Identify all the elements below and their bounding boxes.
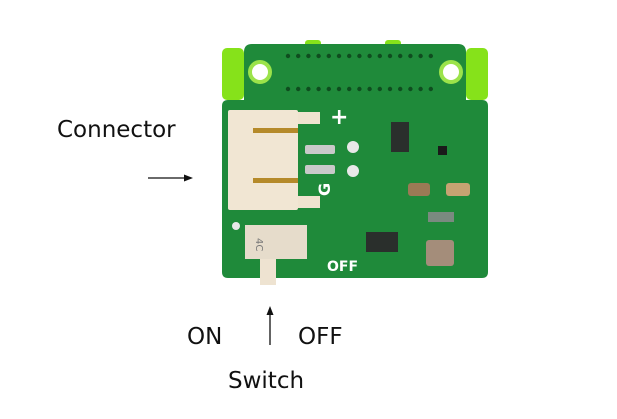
header-pin bbox=[357, 86, 362, 92]
header-pin bbox=[316, 86, 321, 92]
header-pin bbox=[387, 53, 393, 59]
ic-chip-bottom bbox=[366, 232, 398, 252]
header-pin bbox=[306, 86, 311, 92]
off-label: OFF bbox=[298, 324, 343, 350]
mounting-hole-left bbox=[248, 60, 272, 84]
inductor bbox=[426, 240, 454, 266]
header-pin bbox=[377, 86, 382, 92]
header-pin bbox=[285, 53, 291, 59]
slide-switch[interactable] bbox=[245, 225, 307, 285]
header-pin bbox=[428, 86, 433, 92]
connector-arrow bbox=[148, 174, 193, 182]
header-pin bbox=[316, 53, 321, 59]
header-pin bbox=[367, 86, 372, 92]
header-pin bbox=[377, 53, 382, 59]
header-pins bbox=[285, 53, 433, 92]
on-label: ON bbox=[187, 324, 223, 350]
crystal bbox=[446, 183, 470, 196]
header-pin bbox=[408, 53, 413, 59]
header-pin bbox=[296, 86, 301, 92]
header-pin bbox=[428, 53, 433, 59]
switch-arrow bbox=[266, 306, 274, 345]
header-pin bbox=[408, 86, 413, 92]
header-pin bbox=[336, 86, 342, 92]
connector-label: Connector bbox=[57, 117, 176, 143]
header-pin bbox=[285, 86, 291, 92]
pcb-board bbox=[222, 44, 488, 278]
switch-label: Switch bbox=[228, 368, 305, 394]
header-pin bbox=[398, 86, 403, 92]
header-pin bbox=[357, 53, 362, 59]
battery-connector bbox=[228, 110, 335, 210]
header-pin bbox=[326, 86, 331, 92]
plus-silkscreen: + bbox=[330, 105, 348, 130]
header-pin bbox=[347, 53, 352, 59]
ground-silkscreen: G bbox=[315, 183, 334, 196]
header-pin bbox=[296, 53, 301, 59]
switch-marking: 4C bbox=[253, 238, 264, 251]
header-pin bbox=[306, 53, 311, 59]
header-pin bbox=[398, 53, 403, 59]
header-pin bbox=[336, 53, 342, 59]
header-pin bbox=[326, 53, 331, 59]
ic-chip-top bbox=[391, 122, 409, 152]
mounting-hole-right bbox=[439, 60, 463, 84]
header-pin bbox=[418, 53, 423, 59]
header-pin bbox=[418, 86, 423, 92]
capacitor bbox=[408, 183, 430, 196]
header-pin bbox=[347, 86, 352, 92]
header-pin bbox=[367, 53, 372, 59]
off-silkscreen: OFF bbox=[327, 259, 358, 275]
header-pin bbox=[387, 86, 393, 92]
